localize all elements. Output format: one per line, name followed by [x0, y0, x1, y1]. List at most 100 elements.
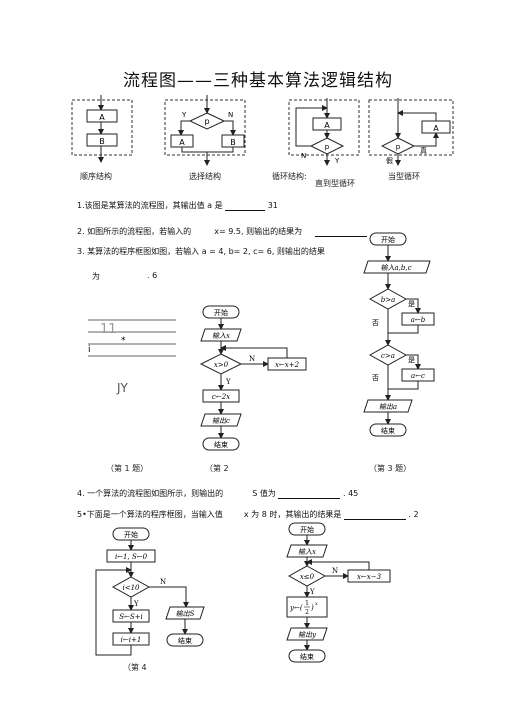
- caption-while-loop: 当型循环: [388, 172, 420, 181]
- fig5-formula-num: 1: [305, 600, 309, 607]
- fig3-condition-1: b>a: [381, 296, 396, 304]
- until-box-a: A: [324, 121, 330, 130]
- fig5-formula-head: y←(: [289, 604, 303, 612]
- fig1-number: 11: [100, 322, 117, 337]
- fig2-start: 开始: [214, 308, 228, 317]
- fig3-no-2: 否: [372, 374, 379, 382]
- fig1-jy: JY: [116, 381, 129, 395]
- fig3-assign-1: a←b: [411, 316, 426, 324]
- fig2-input: 输入x: [212, 332, 230, 340]
- until-yes: Y: [334, 157, 340, 165]
- caption-figure-1: （第 1 题）: [106, 464, 149, 473]
- caption-figure-3: （第 3 题）: [369, 464, 412, 473]
- fig2-output: 输出c: [212, 417, 230, 425]
- fig4-no: N: [160, 578, 166, 586]
- fig4-end: 结束: [178, 636, 192, 645]
- question-4-text: 4. 一个算法的流程图如图所示，则输出的: [77, 489, 224, 498]
- fig4-init: i←1, S←0: [115, 553, 148, 561]
- question-2-blank: [315, 236, 368, 237]
- sel-cond-p: p: [204, 117, 209, 126]
- fig3-end: 结束: [381, 426, 395, 435]
- fig3-condition-2: c>a: [381, 352, 395, 360]
- fig4-yes: Y: [133, 600, 139, 608]
- caption-figure-2: （第 2: [205, 464, 229, 473]
- caption-sequential: 顺序结构: [80, 172, 112, 181]
- fig5-input: 输入x: [298, 548, 316, 556]
- fig2-end: 结束: [214, 440, 228, 449]
- fig4-condition: i<10: [122, 584, 140, 592]
- sel-box-a: A: [179, 138, 185, 147]
- until-cond-p: p: [325, 143, 330, 151]
- question-3-wei: 为: [92, 272, 100, 281]
- question-2-mid: x= 9.5, 则输出的结果为: [214, 227, 303, 236]
- fig5-condition: x≤0: [300, 573, 315, 581]
- fig3-input: 输入a,b,c: [380, 264, 411, 272]
- question-3-answer: . 6: [147, 271, 158, 280]
- question-4-blank: [278, 498, 341, 499]
- fig4-increment: i←i+1: [121, 636, 142, 644]
- question-5-mid: x 为 8 时，其输出的结果是: [243, 510, 342, 519]
- fig5-formula-exp: x: [315, 601, 318, 607]
- seq-box-b: B: [99, 137, 105, 146]
- until-no: N: [301, 152, 306, 160]
- fig5-formula-tail: ): [310, 604, 314, 612]
- question-1-text: 1.该图是某算法的流程图，其输出值 a 是: [77, 201, 223, 210]
- fig4-output: 输出S: [176, 610, 195, 618]
- page-title: 流程图——三种基本算法逻辑结构: [123, 71, 393, 91]
- question-3: 3. 某算法的程序框图如图，若输入 a = 4, b= 2, c= 6, 则输出…: [77, 247, 325, 256]
- while-false: 假: [386, 156, 393, 165]
- fig3-start: 开始: [381, 235, 395, 244]
- fig4-sum: S←S+i: [119, 613, 143, 621]
- fig2-yes: Y: [225, 378, 231, 386]
- fig3-output: 输出a: [379, 403, 397, 411]
- question-2-text: 2. 如图所示的流程图，若输入的: [77, 227, 192, 236]
- caption-loop: 循环结构:: [272, 172, 307, 181]
- question-4: 4. 一个算法的流程图如图所示，则输出的 S 值为 . 45: [77, 488, 358, 499]
- seq-box-a: A: [99, 113, 105, 122]
- question-1: 1.该图是某算法的流程图，其输出值 a 是 31: [77, 200, 278, 211]
- fig5-assign: x←x−3: [357, 573, 382, 581]
- caption-selection: 选择结构: [189, 172, 221, 181]
- selection-structure-diagram: p Y N A B: [164, 95, 246, 166]
- fig2-no: N: [249, 355, 255, 363]
- fig5-end: 结束: [300, 652, 314, 661]
- question-5-answer: . 2: [408, 510, 419, 519]
- while-cond-p: p: [396, 143, 401, 151]
- sel-no: N: [228, 111, 233, 119]
- fig2-assign-y: c←2x: [212, 393, 230, 401]
- sel-box-b: B: [230, 138, 236, 147]
- question-1-answer: 31: [267, 201, 278, 210]
- fig5-output: 输出y: [298, 631, 317, 639]
- fig2-condition: x>0: [214, 361, 229, 369]
- question-5: 5•下面是一个算法的程序框图，当输入值 x 为 8 时，其输出的结果是 . 2: [77, 509, 419, 520]
- until-loop-diagram: A p N Y: [288, 98, 360, 166]
- fig4-start: 开始: [124, 530, 138, 539]
- fig5-yes: Y: [309, 588, 315, 596]
- fig3-yes-1: 是: [408, 300, 415, 308]
- fig1-star: *: [121, 336, 126, 346]
- caption-figure-4: （第 4: [123, 663, 147, 672]
- sel-yes: Y: [181, 111, 187, 119]
- while-true: 真: [420, 146, 427, 155]
- fig3-yes-2: 是: [408, 356, 415, 364]
- fig1-i: i: [88, 345, 91, 355]
- while-loop-diagram: p A 真 假: [368, 98, 454, 166]
- question-2: 2. 如图所示的流程图，若输入的 x= 9.5, 则输出的结果为: [77, 226, 368, 237]
- fig2-assign-n: x←x+2: [275, 361, 300, 369]
- sequential-structure-diagram: A B: [71, 95, 133, 163]
- question-4-mid: S 值为: [252, 489, 276, 498]
- fig5-formula-den: 2: [305, 609, 309, 616]
- question-4-answer: . 45: [343, 489, 359, 498]
- fig5-no: N: [332, 567, 338, 575]
- question-5-text: 5•下面是一个算法的程序框图，当输入值: [77, 510, 223, 519]
- question-1-blank: [225, 210, 266, 211]
- fig5-start: 开始: [300, 525, 314, 534]
- question-5-blank: [343, 519, 406, 520]
- fig3-no-1: 否: [372, 319, 379, 327]
